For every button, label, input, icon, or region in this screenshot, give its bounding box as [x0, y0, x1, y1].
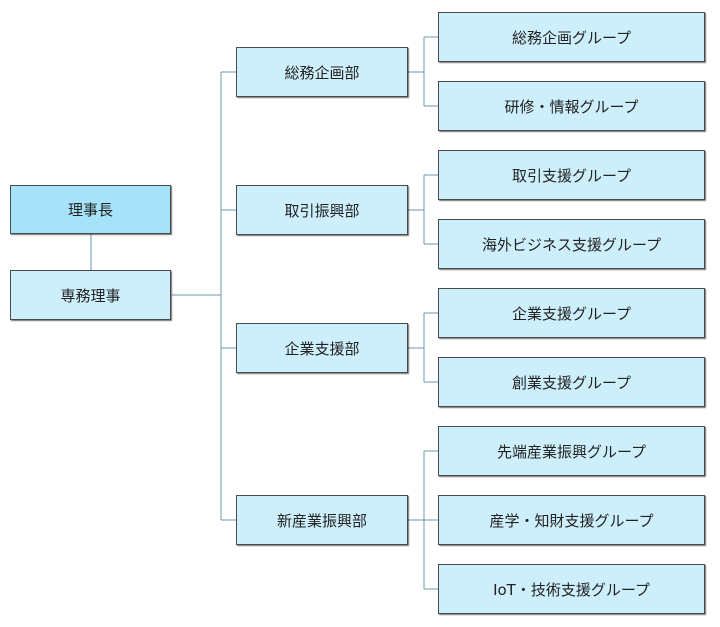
group-box-general-planning: 総務企画グループ [438, 12, 705, 62]
department-box-general-affairs: 総務企画部 [236, 47, 408, 97]
group-box-training-information: 研修・情報グループ [438, 81, 705, 131]
group-box-academia-ip: 産学・知財支援グループ [438, 495, 705, 545]
department-box-trade-promotion: 取引振興部 [236, 185, 408, 235]
group-box-startup-support: 創業支援グループ [438, 357, 705, 407]
group-box-trade-support: 取引支援グループ [438, 150, 705, 200]
executive-director-box: 専務理事 [10, 270, 171, 320]
department-box-business-support: 企業支援部 [236, 323, 408, 373]
group-box-overseas-business: 海外ビジネス支援グループ [438, 219, 705, 269]
group-box-advanced-industry: 先端産業振興グループ [438, 426, 705, 476]
group-box-iot-technology: IoT・技術支援グループ [438, 564, 705, 614]
department-box-new-industry: 新産業振興部 [236, 495, 408, 545]
chairman-box: 理事長 [10, 185, 171, 234]
group-box-enterprise-support: 企業支援グループ [438, 288, 705, 338]
